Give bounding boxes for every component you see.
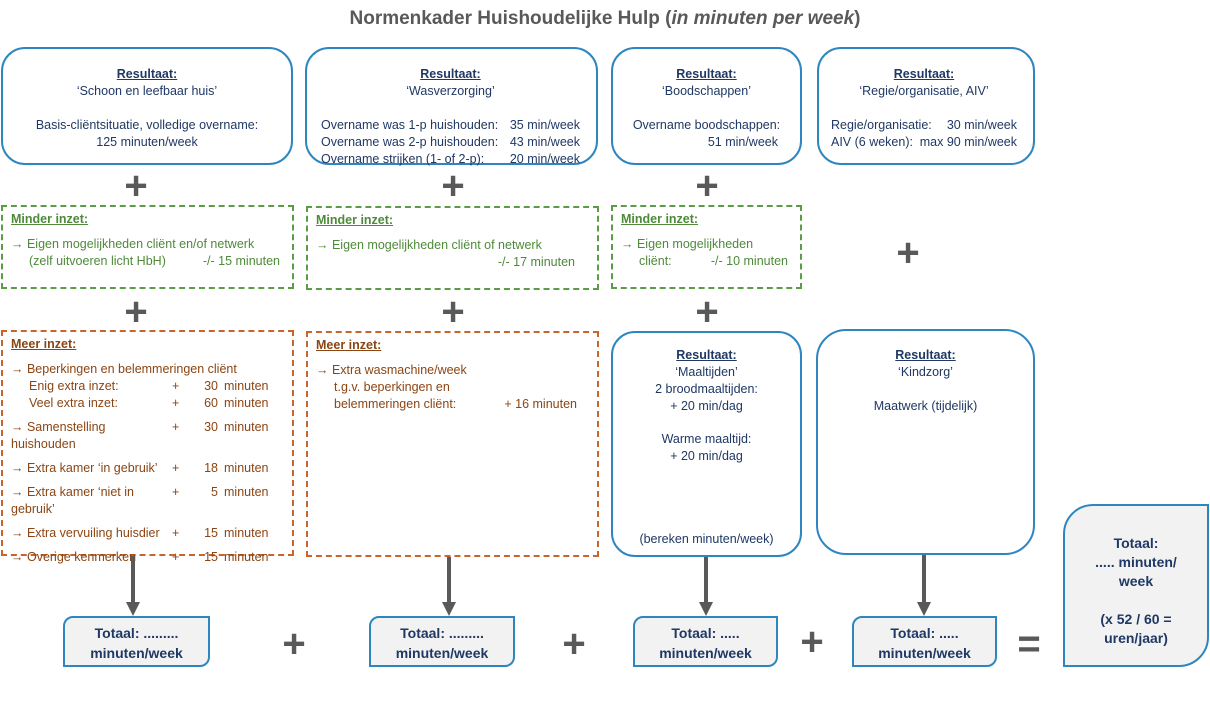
result-box-schoon: Resultaat: ‘Schoon en leefbaar huis’ Bas… bbox=[1, 47, 293, 165]
arrow-down-icon bbox=[126, 556, 140, 616]
total-line: Totaal: ..... bbox=[671, 625, 740, 641]
total-line: Totaal: ..... bbox=[890, 625, 959, 641]
result-name: ‘Schoon en leefbaar huis’ bbox=[76, 84, 218, 98]
minder-inzet-box: Minder inzet: → Eigen mogelijkheden clië… bbox=[306, 206, 599, 290]
meer-line: t.g.v. beperkingen en bbox=[334, 380, 450, 394]
result-name: ‘Wasverzorging’ bbox=[406, 84, 495, 98]
result-header: Resultaat: bbox=[895, 348, 956, 362]
result-box-wasverzorging: Resultaat: ‘Wasverzorging’ Overname was … bbox=[305, 47, 598, 166]
grand-total-line: (x 52 / 60 = bbox=[1100, 611, 1172, 627]
arrow-down-icon bbox=[917, 555, 931, 616]
plus-operator: + bbox=[124, 164, 148, 208]
minder-header: Minder inzet: bbox=[11, 212, 89, 226]
result-header: Resultaat: bbox=[676, 67, 737, 81]
grand-total-line: Totaal: bbox=[1113, 535, 1159, 551]
result-line: Maatwerk (tijdelijk) bbox=[873, 399, 978, 413]
minder-row: (zelf uitvoeren licht HbH)-/- 15 minuten bbox=[29, 254, 280, 268]
meer-row: belemmeringen cliënt:+ 16 minuten bbox=[334, 397, 577, 411]
result-header: Resultaat: bbox=[116, 67, 178, 81]
result-line: + 20 min/dag bbox=[670, 449, 743, 463]
plus-operator: + bbox=[695, 290, 719, 334]
grand-total-line: uren/jaar) bbox=[1104, 630, 1168, 646]
plus-operator: + bbox=[282, 622, 306, 666]
result-header: Resultaat: bbox=[893, 67, 955, 81]
result-box-maaltijden: Resultaat: ‘Maaltijden’ 2 broodmaaltijde… bbox=[611, 331, 802, 557]
result-header: Resultaat: bbox=[420, 67, 481, 81]
total-line: minuten/week bbox=[90, 645, 183, 661]
minder-line: → Eigen mogelijkheden bbox=[621, 237, 754, 251]
minder-line: → Eigen mogelijkheden cliënt en/of netwe… bbox=[11, 237, 255, 251]
arrow-down-icon bbox=[442, 557, 456, 616]
result-header: Resultaat: bbox=[676, 348, 737, 362]
minder-row: cliënt:-/- 10 minuten bbox=[639, 254, 788, 268]
meer-inzet-box: Meer inzet: → Extra wasmachine/week t.g.… bbox=[306, 331, 599, 557]
grand-total-box: Totaal: ..... minuten/ week (x 52 / 60 =… bbox=[1063, 504, 1209, 667]
total-line: minuten/week bbox=[659, 645, 752, 661]
result-box-regie: Resultaat: ‘Regie/organisatie, AIV’ Regi… bbox=[817, 47, 1035, 165]
result-name: ‘Kindzorg’ bbox=[898, 365, 953, 379]
plus-operator: + bbox=[800, 620, 824, 664]
minder-inzet-box: Minder inzet: → Eigen mogelijkheden clië… bbox=[1, 205, 294, 289]
meer-header: Meer inzet: bbox=[11, 337, 77, 351]
result-note: (bereken minuten/week) bbox=[639, 532, 774, 546]
minder-value: -/- 17 minuten bbox=[497, 255, 575, 269]
total-box: Totaal: ..... minuten/week bbox=[633, 616, 778, 667]
plus-operator: + bbox=[695, 164, 719, 208]
total-line: Totaal: ......... bbox=[400, 625, 484, 641]
minder-header: Minder inzet: bbox=[316, 213, 394, 227]
result-row: AIV (6 weken):max 90 min/week bbox=[831, 135, 1017, 149]
plus-operator: + bbox=[441, 290, 465, 334]
meer-intro: → Beperkingen en belemmeringen cliënt bbox=[11, 362, 237, 376]
grand-total-line: week bbox=[1118, 573, 1154, 589]
total-line: minuten/week bbox=[395, 645, 489, 661]
arrow-down-icon bbox=[699, 557, 713, 616]
minder-inzet-box: Minder inzet: → Eigen mogelijkheden clië… bbox=[611, 205, 802, 289]
result-name: ‘Regie/organisatie, AIV’ bbox=[859, 84, 989, 98]
total-box: Totaal: ......... minuten/week bbox=[369, 616, 515, 667]
result-line: 2 broodmaaltijden: bbox=[655, 382, 758, 396]
result-line: Warme maaltijd: bbox=[661, 432, 752, 446]
result-line: 125 minuten/week bbox=[96, 135, 198, 149]
result-row: Overname was 1-p huishouden:35 min/week bbox=[321, 118, 580, 132]
result-box-kindzorg: Resultaat: ‘Kindzorg’ Maatwerk (tijdelij… bbox=[816, 329, 1035, 555]
grand-total-line: ..... minuten/ bbox=[1095, 554, 1177, 570]
result-line: Overname boodschappen: bbox=[632, 118, 781, 132]
total-box: Totaal: ......... minuten/week bbox=[63, 616, 210, 667]
meer-header: Meer inzet: bbox=[316, 338, 382, 352]
result-name: ‘Maaltijden’ bbox=[675, 365, 738, 379]
result-name: ‘Boodschappen’ bbox=[662, 84, 751, 98]
total-line: Totaal: ......... bbox=[94, 625, 179, 641]
result-line: + 20 min/dag bbox=[670, 399, 743, 413]
equals-operator: = bbox=[1017, 622, 1041, 666]
plus-operator: + bbox=[124, 290, 148, 334]
result-line: Basis-cliëntsituatie, volledige overname… bbox=[35, 118, 259, 132]
meer-inzet-box: Meer inzet: → Beperkingen en belemmering… bbox=[1, 330, 294, 564]
result-box-boodschappen: Resultaat: ‘Boodschappen’ Overname boods… bbox=[611, 47, 802, 165]
plus-operator: + bbox=[896, 231, 920, 275]
plus-operator: + bbox=[441, 164, 465, 208]
plus-operator: + bbox=[562, 622, 586, 666]
minder-line: → Eigen mogelijkheden cliënt of netwerk bbox=[316, 238, 542, 252]
result-line: 51 min/week bbox=[707, 135, 778, 149]
result-row: Overname strijken (1- of 2-p):20 min/wee… bbox=[321, 152, 580, 166]
minder-header: Minder inzet: bbox=[621, 212, 699, 226]
total-box: Totaal: ..... minuten/week bbox=[852, 616, 997, 667]
result-row: Regie/organisatie:30 min/week bbox=[831, 118, 1017, 132]
total-line: minuten/week bbox=[878, 645, 971, 661]
meer-line: → Extra wasmachine/week bbox=[316, 363, 467, 377]
result-row: Overname was 2-p huishouden:43 min/week bbox=[321, 135, 580, 149]
page-title: Normenkader Huishoudelijke Hulp (in minu… bbox=[349, 8, 861, 29]
